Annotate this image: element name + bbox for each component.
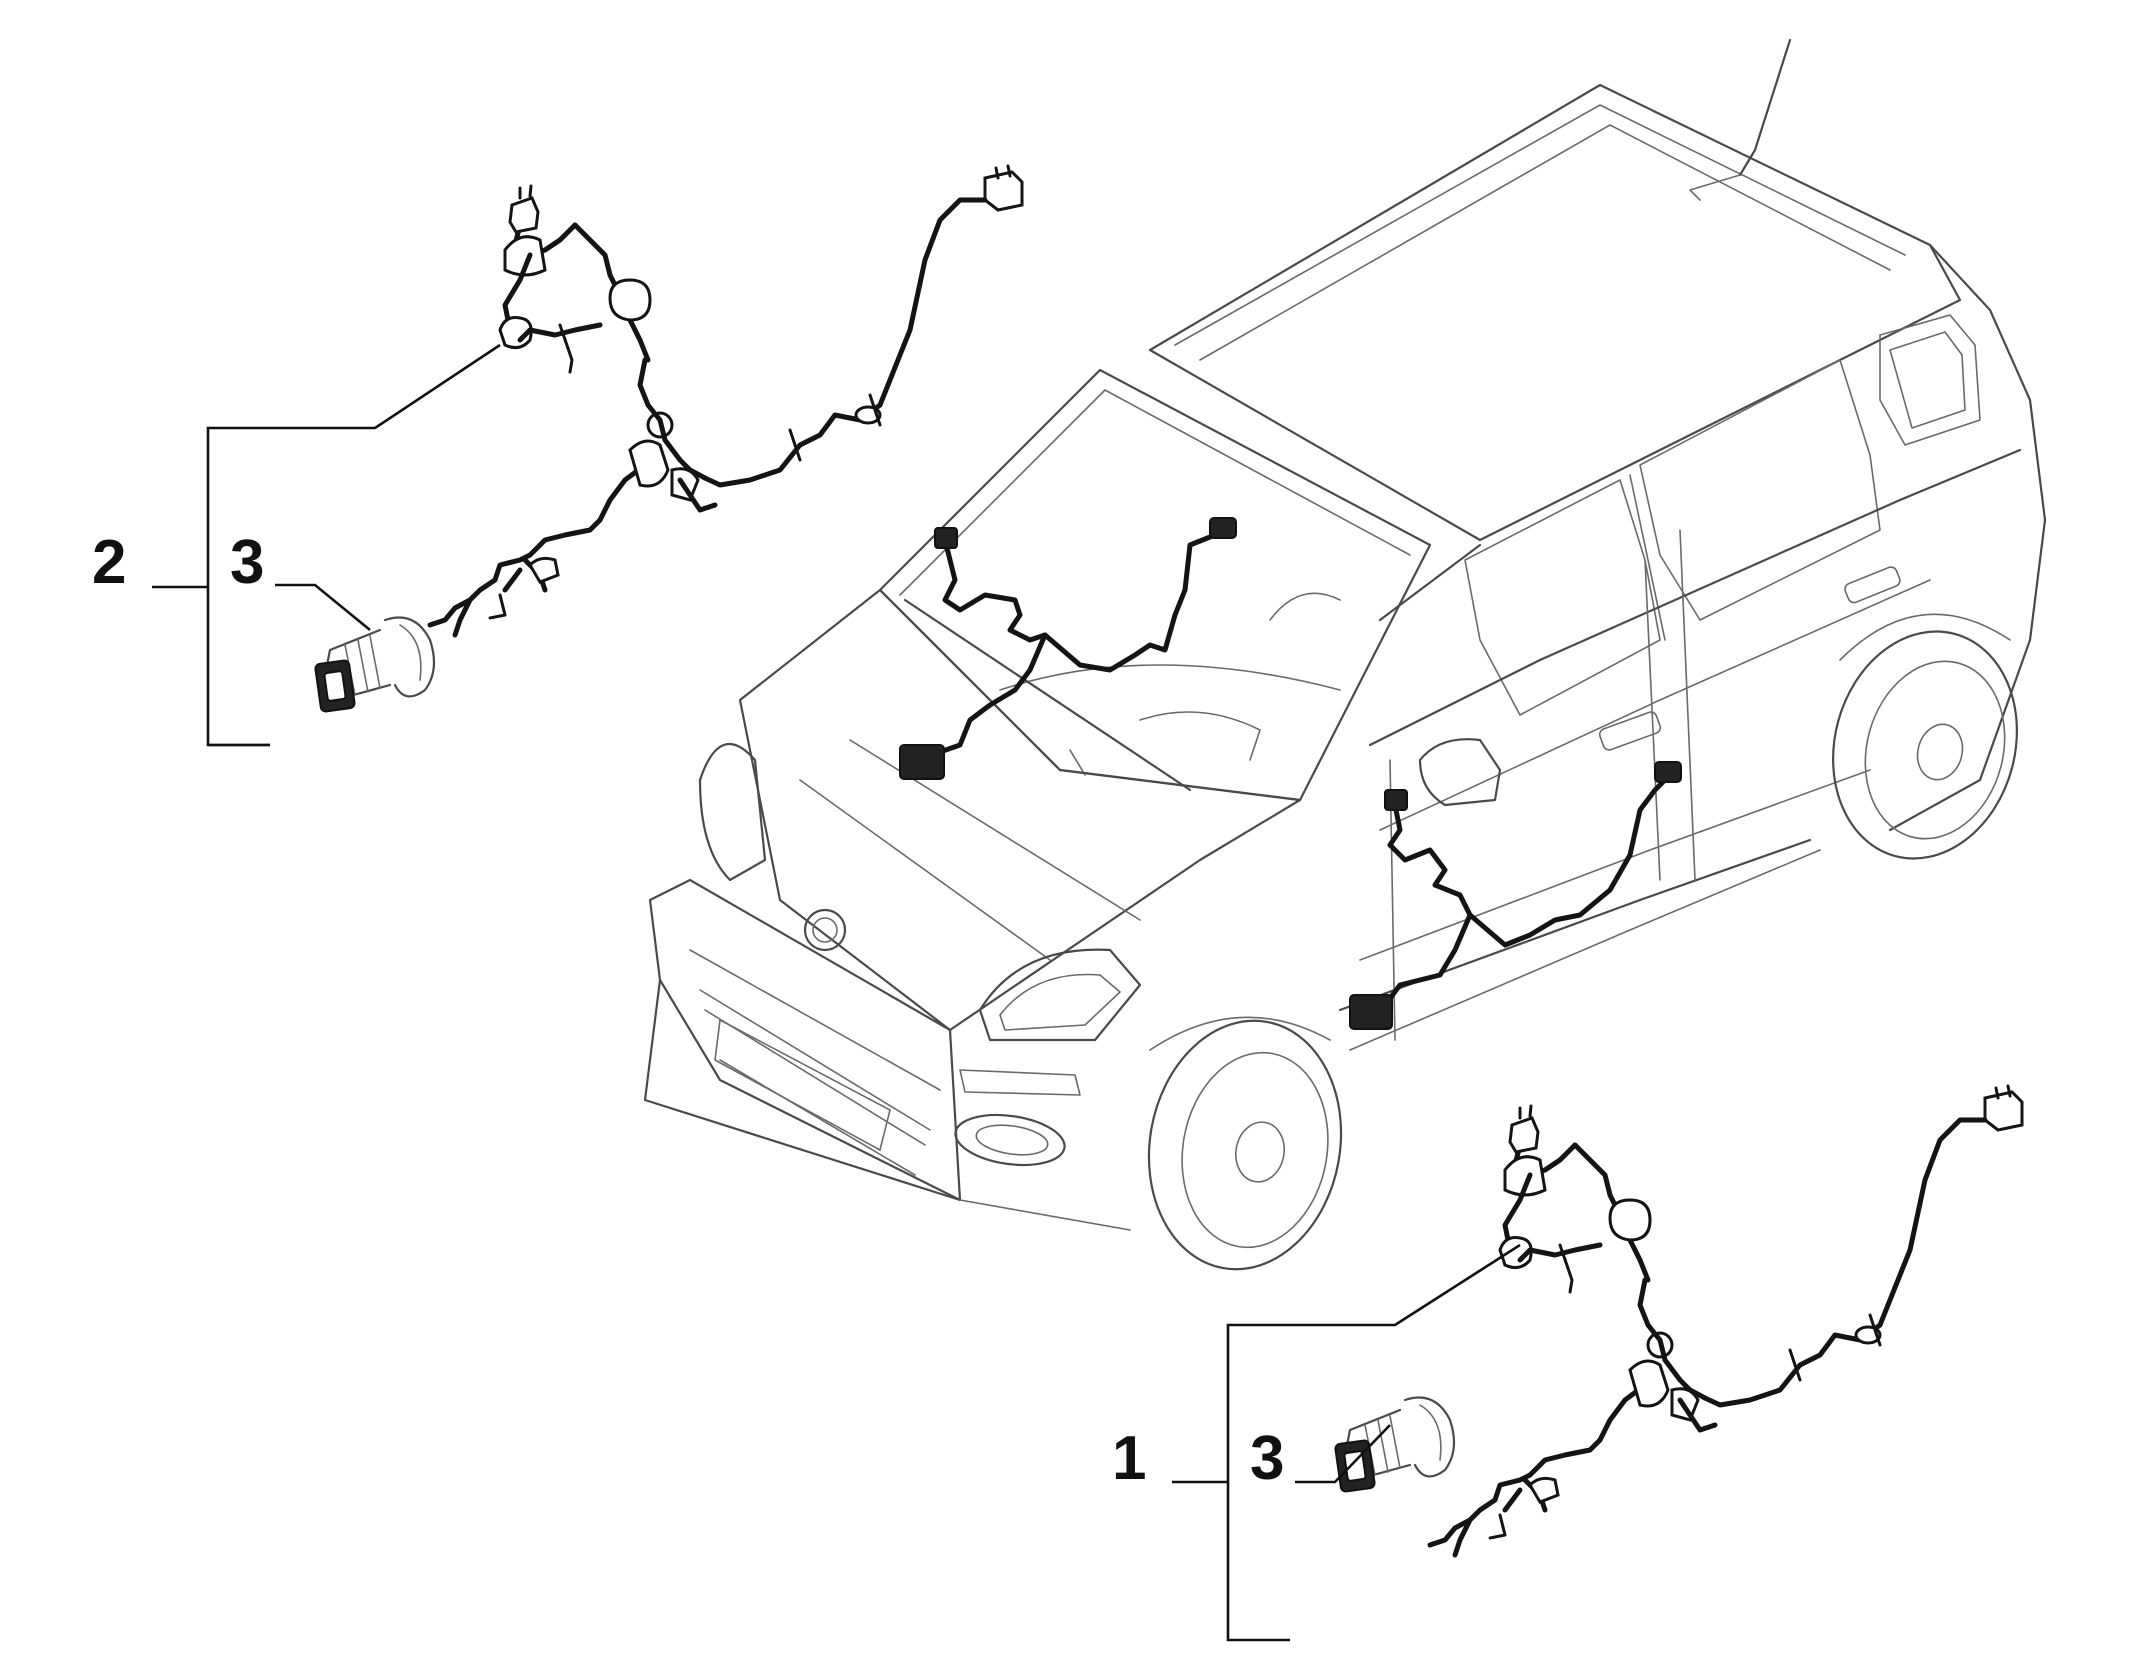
leader-lines	[152, 343, 1521, 1642]
leader-1-bracket	[1226, 1243, 1521, 1642]
callout-3-lower: 3	[1250, 1424, 1285, 1493]
car-illustration	[643, 38, 2047, 1271]
leader-3-upper	[275, 583, 371, 632]
harness-lower	[1427, 1084, 2024, 1558]
callout-2: 2	[92, 528, 127, 597]
callout-3-upper: 3	[230, 528, 265, 597]
installed-harness	[899, 517, 1682, 1030]
callout-1: 1	[1112, 1424, 1147, 1493]
grommet-upper	[314, 616, 436, 713]
harness-upper	[427, 164, 1024, 638]
grommet-lower	[1334, 1396, 1456, 1493]
leader-3-lower	[1295, 1424, 1391, 1484]
